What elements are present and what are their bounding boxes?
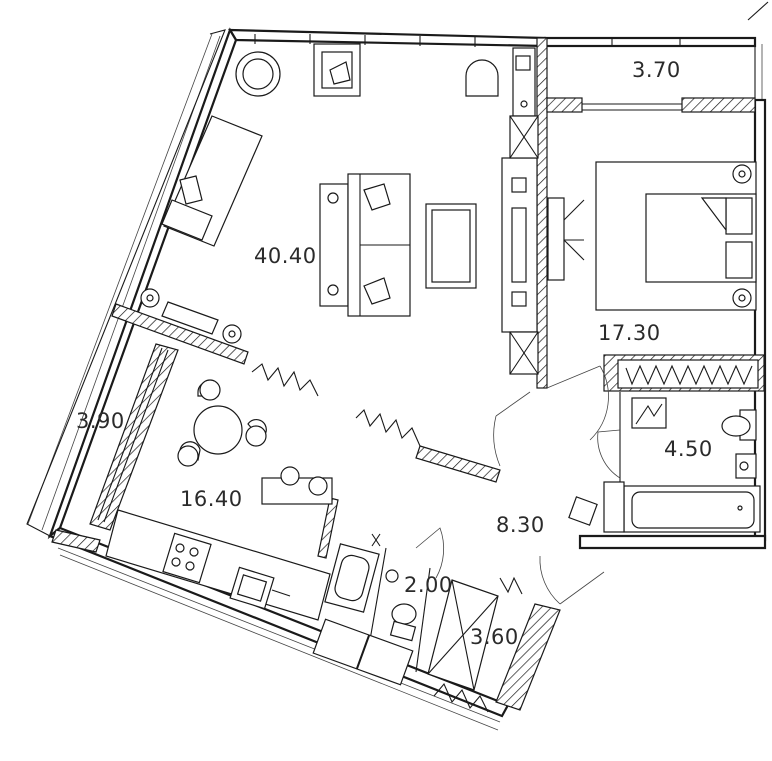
area-label-kitchen: 16.40 [180, 487, 243, 511]
area-label-bathroom: 4.50 [664, 437, 713, 461]
bathroom-fixtures [312, 391, 761, 691]
area-label-wc: 2.00 [404, 573, 453, 597]
area-label-balcony-left: 3.90 [76, 409, 125, 433]
partition-zigzags [251, 363, 753, 713]
area-label-living: 40.40 [254, 244, 317, 268]
window-marks [254, 34, 681, 47]
kitchen-furniture [97, 347, 333, 621]
room-labels: 40.40 3.70 17.30 3.90 16.40 4.50 8.30 2.… [76, 58, 713, 649]
area-label-balcony-top: 3.70 [632, 58, 681, 82]
area-label-storage: 3.60 [470, 625, 519, 649]
area-label-hall: 8.30 [496, 513, 545, 537]
area-label-bedroom: 17.30 [598, 321, 661, 345]
interior-walls [89, 37, 765, 711]
living-furniture [140, 43, 539, 375]
bedroom-furniture [546, 161, 757, 441]
